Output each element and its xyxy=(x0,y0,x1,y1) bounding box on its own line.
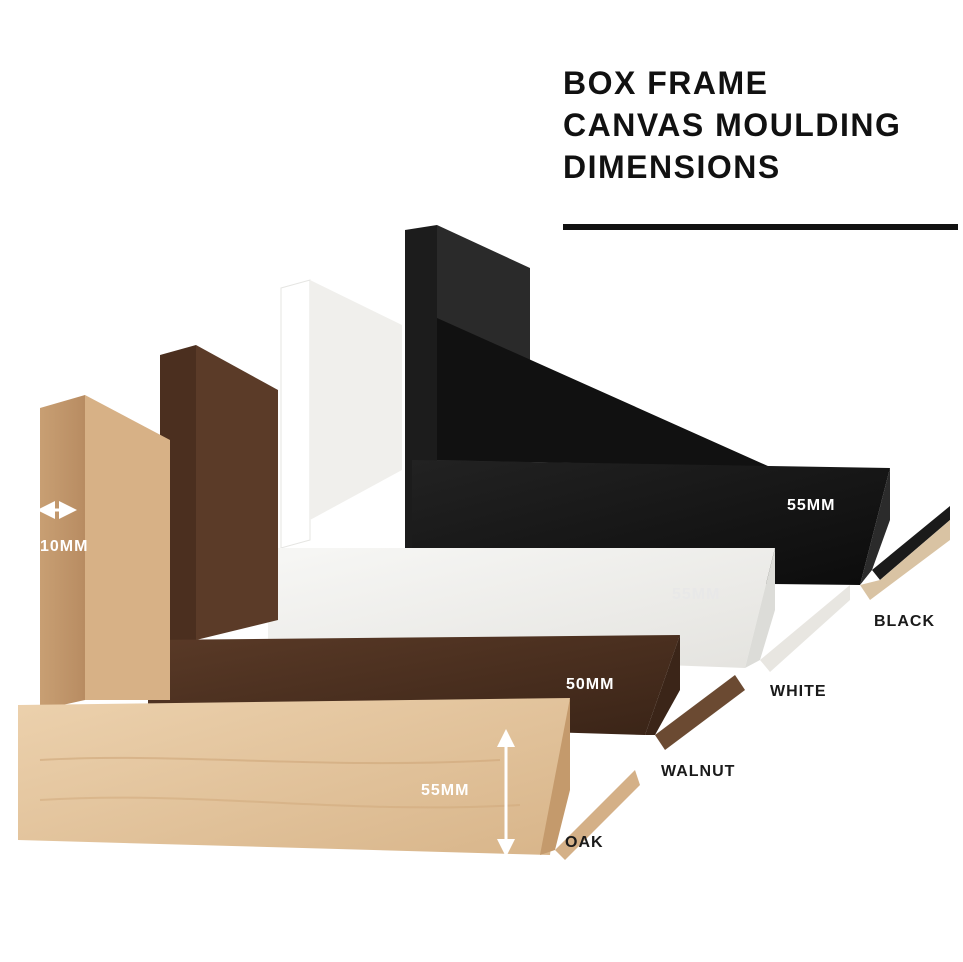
oak-frame xyxy=(18,395,640,860)
black-height-label: 55MM xyxy=(787,497,836,514)
oak-height-label: 55MM xyxy=(421,782,470,799)
white-height-label: 55MM xyxy=(672,586,721,603)
title-line-2: CANVAS MOULDING xyxy=(563,107,902,143)
oak-width-label: 10MM xyxy=(40,538,89,555)
title-line-3: DIMENSIONS xyxy=(563,149,781,185)
white-name-label: WHITE xyxy=(770,683,827,700)
page-title: BOX FRAME CANVAS MOULDING DIMENSIONS xyxy=(563,62,963,188)
black-name-label: BLACK xyxy=(874,613,935,630)
title-line-1: BOX FRAME xyxy=(563,65,769,101)
walnut-name-label: WALNUT xyxy=(661,763,736,780)
title-divider xyxy=(563,224,958,230)
walnut-height-label: 50MM xyxy=(566,676,615,693)
oak-name-label: OAK xyxy=(565,834,604,851)
black-frame xyxy=(405,225,950,600)
